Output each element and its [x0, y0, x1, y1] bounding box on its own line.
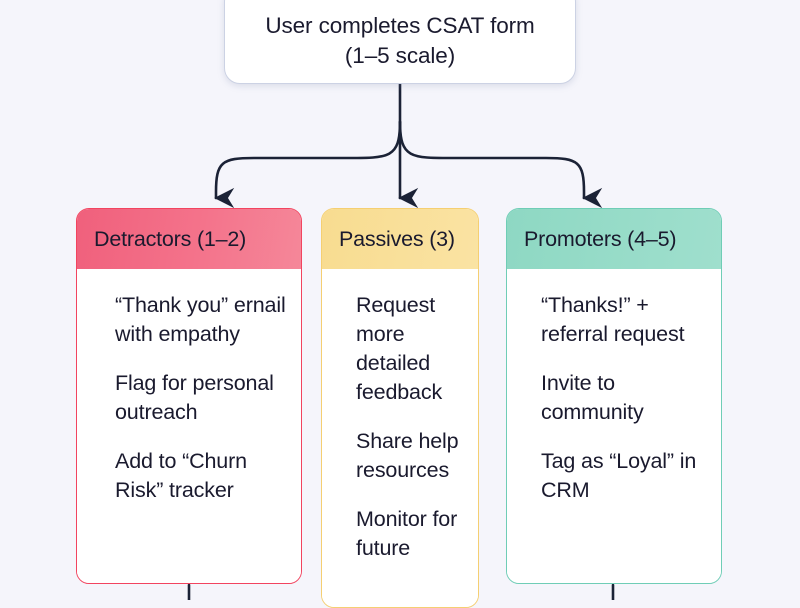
branch-item: Share help resources [356, 429, 459, 482]
branch-body-detractors: “Thank you” ernail with empathy Flag for… [77, 269, 301, 583]
branch-card-detractors[interactable]: Detractors (1–2) “Thank you” ernail with… [76, 208, 302, 584]
branch-item: Tag as “Loyal” in CRM [541, 449, 697, 502]
branch-title-detractors: Detractors (1–2) [94, 226, 247, 251]
root-node-label: User completes CSAT form (1–5 scale) [265, 13, 535, 68]
connector-to-promoters [398, 120, 603, 209]
branch-item: Request more detailed feedback [356, 293, 443, 404]
branch-body-passives: Request more detailed feedback Share hel… [322, 269, 478, 607]
branch-title-passives: Passives (3) [339, 226, 455, 251]
branch-header-detractors: Detractors (1–2) [77, 209, 301, 269]
connector-to-detractors [214, 120, 402, 209]
branch-header-promoters: Promoters (4–5) [507, 209, 721, 269]
branch-item: Invite to community [541, 371, 644, 424]
branch-item: Add to “Churn Risk” tracker [115, 449, 247, 502]
branch-item: Monitor for future [356, 507, 458, 560]
branch-title-promoters: Promoters (4–5) [524, 226, 677, 251]
branch-header-passives: Passives (3) [322, 209, 478, 269]
branch-item: Flag for personal outreach [115, 371, 274, 424]
branch-item: “Thank you” ernail with empathy [115, 293, 286, 346]
branch-card-passives[interactable]: Passives (3) Request more detailed feedb… [321, 208, 479, 608]
root-node[interactable]: User completes CSAT form (1–5 scale) [224, 0, 576, 84]
branch-item: “Thanks!” + referral request [541, 293, 685, 346]
branch-card-promoters[interactable]: Promoters (4–5) “Thanks!” + referral req… [506, 208, 722, 584]
branch-body-promoters: “Thanks!” + referral request Invite to c… [507, 269, 721, 583]
